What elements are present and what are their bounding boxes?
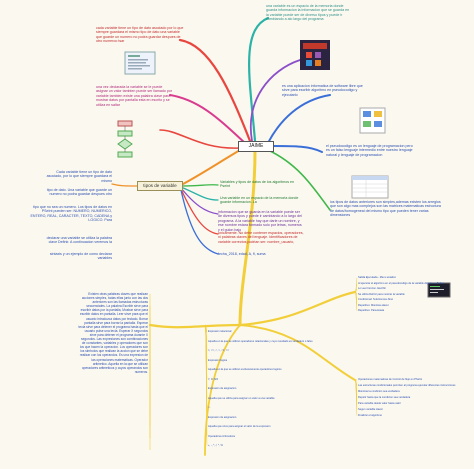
trunk-right: [238, 290, 357, 327]
note-left-3: tipo que no sea un numero. Los tipos de …: [30, 205, 112, 223]
right_list_bottom-item: Mientras la condicion sea verdadera: [358, 390, 400, 393]
pseint-cover-thumbnail: [300, 40, 330, 70]
bottom_list-connector: [204, 324, 208, 447]
hub-branch-1: [180, 184, 219, 187]
trunk-right-low: [239, 324, 356, 381]
right_list-connector: [354, 291, 358, 312]
note-hub-3: informacion que se guarda en la variable…: [218, 210, 302, 232]
note-bottom-left: Existen otras palabras claves que realiz…: [78, 292, 148, 374]
right_list_bottom-item: Las estructuras condicionales permiten a…: [358, 384, 456, 387]
bottom_list-item: Aquella en la que se utilizan exclusivam…: [208, 368, 282, 371]
bottom_list-item: Y, O, NO: [208, 377, 219, 381]
note-hub-5: fecha_2018, edad, A, fl, suma: [218, 252, 266, 256]
hub-node-tipos-de-variable[interactable]: tipos de variable: [137, 181, 183, 191]
central-node[interactable]: JAIME: [238, 141, 274, 152]
bottom_list-item: Aquella que sirve para asignar el valor …: [208, 425, 271, 428]
note-left-5: sintaxis y un ejemplo de como declarar v…: [49, 252, 112, 261]
note-hub-4: unicamente. No debe contener espacios, o…: [218, 231, 304, 244]
right_list_bottom-item: Segun variable Hacer: [358, 408, 383, 411]
hub-branch-2: [180, 186, 219, 201]
branch-top-purple: [249, 59, 301, 142]
right_list_bottom-connector: [354, 379, 358, 417]
hub-branch-5: [180, 189, 219, 255]
branch-right-types: [267, 149, 331, 211]
right_list_bottom-item: Operaciones matematicas de Control de fl…: [358, 378, 423, 381]
branch-mid-right: [267, 94, 331, 144]
hub-branch-4: [180, 188, 219, 235]
note-hub-2: Una variable en un espacio de la memoria…: [220, 196, 299, 205]
bottom_list-item: Expresion logica: [208, 358, 228, 362]
right_list_bottom-item: Finalizar el algoritmo: [358, 414, 382, 417]
bottom_list-item: Aquella que se utiliza para asignar un v…: [208, 396, 275, 400]
note-hub-1: Variables y tipos de datos de los algori…: [220, 180, 295, 189]
note-mid-right: es una aplicacion informatica de softwar…: [282, 84, 363, 97]
note-left-1: Cada variable tiene un tipo de dato asoc…: [46, 170, 112, 183]
bottom_list-item: Expresion relacional: [208, 330, 232, 333]
algorithm-diagram-thumbnail: [359, 107, 386, 134]
branch-left-pink: [159, 129, 241, 149]
flowchart-thumbnail: [117, 120, 133, 158]
right_list-item: Al ejecutar el algoritmo en el pseudocod…: [358, 281, 445, 285]
right_list-item: Condicional: Si-Entonces-Sino: [358, 298, 394, 301]
branch-mid-left: [169, 94, 246, 144]
right_list-item: Salida Ejecutada - Menu estatico: [358, 276, 396, 279]
console-output-thumbnail: [427, 282, 451, 298]
data-types-table-thumbnail: [351, 175, 389, 199]
bottom_list-item: =, <>, <, >, <=, >=: [208, 349, 229, 352]
note-right-types: los tipos de datos anteriores son simple…: [330, 200, 441, 218]
right_list_bottom-item: Repetir hasta que la condicion sea verda…: [358, 396, 411, 399]
hub-branch-3: [180, 187, 219, 215]
right_list-item: Repetitivo: Mientras-Hacer: [358, 303, 389, 307]
trunk-down: [204, 324, 241, 456]
note-mid-left: una vez declarada la variable se le pued…: [96, 85, 173, 107]
branch-main-trunk: [238, 149, 257, 327]
branch-left-hub: [180, 149, 241, 186]
trunk-left: [148, 323, 242, 329]
note-left-4: declarar una variable se utiliza la pala…: [46, 236, 112, 245]
code-screenshot-thumbnail: [124, 51, 156, 75]
note-top-left: cada variable tiene un tipo de dato asoc…: [96, 26, 184, 44]
right_list_bottom-item: Para variable desde valor hasta valor: [358, 402, 401, 405]
bottom_list-item: Expresion de asignacion: [208, 387, 237, 390]
note-right-lang: el pseudocodigo es un lenguaje de progra…: [326, 144, 413, 157]
note-top-right: una variable es un espacio de la memoria…: [266, 4, 350, 22]
hub-branch-left: [111, 183, 138, 187]
branch-top-right: [248, 16, 270, 143]
branch-top-left: [178, 38, 252, 143]
note-left-2: tipo de dato. Una variable que guarde un…: [46, 188, 112, 197]
right_list-item: Lo Leer funcion. Escribir: [358, 287, 386, 290]
bottom_list-item: Operadores Aritmeticos: [208, 434, 236, 438]
branch-right-lang: [271, 145, 323, 153]
bottom_list-item: Expresion de asignacion: [208, 415, 237, 419]
bottom_list-item: Aquella en la que se utilizan operadores…: [208, 339, 313, 343]
bottom_list-item: <-: [208, 406, 211, 409]
right_list-item: Repetitivo: Para-Hasta: [358, 309, 385, 312]
right_list-item: Se utiliza Definir para mostrar la varia…: [358, 292, 405, 296]
bottom_list-item: +, -, *, /, ^, %: [208, 444, 223, 447]
